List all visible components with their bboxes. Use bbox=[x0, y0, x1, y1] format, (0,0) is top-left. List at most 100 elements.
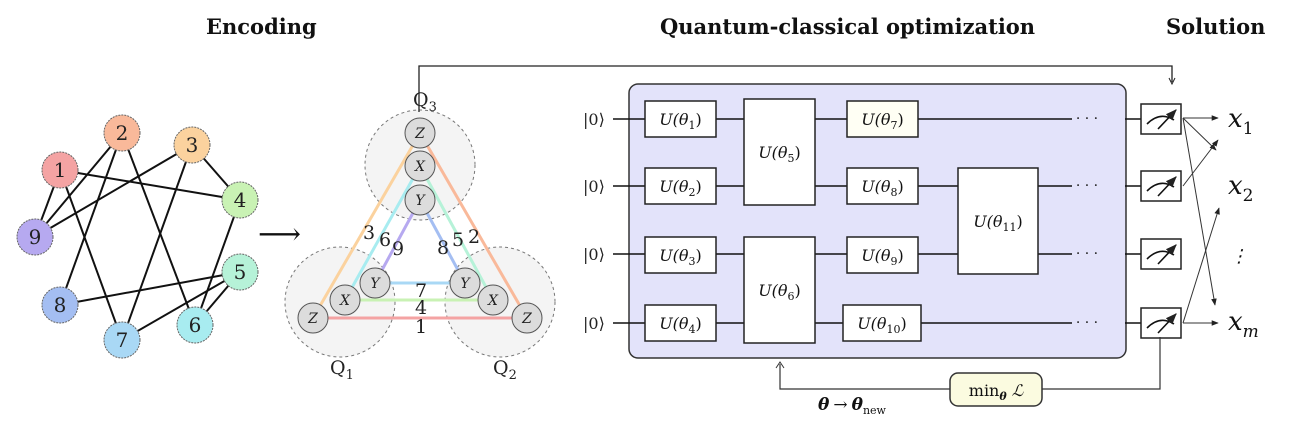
graph-node-6: 6 bbox=[176, 306, 214, 344]
gate-label: U(θ bbox=[861, 110, 891, 129]
graph-edge-1-7 bbox=[59, 169, 123, 341]
pauli-node-x1: X bbox=[329, 284, 361, 316]
gate-label: U(θ bbox=[857, 314, 887, 333]
encoding-link-label-6: 6 bbox=[379, 229, 391, 251]
gate-u-theta-5: U(θ5) bbox=[743, 98, 816, 206]
output-arrow-4 bbox=[1182, 139, 1219, 187]
gate-label: U(θ bbox=[861, 177, 891, 196]
gate-sub: 6 bbox=[788, 290, 795, 303]
svg-text:U(θ5): U(θ5) bbox=[758, 143, 801, 165]
gate-sub: 3 bbox=[689, 255, 696, 268]
pauli-node-z2: Z bbox=[511, 302, 543, 334]
feedback-bottom-arrowhead bbox=[775, 361, 785, 369]
encoding-link-2 bbox=[418, 132, 529, 319]
encoding-link-label-7: 7 bbox=[415, 280, 427, 302]
qubit-label-2: Q2 bbox=[493, 357, 517, 383]
optimizer-min-sub: θ bbox=[999, 390, 1007, 403]
output-arrow-3 bbox=[1182, 117, 1217, 306]
gate-label: U(θ bbox=[973, 212, 1003, 231]
feedback-top-line bbox=[418, 65, 1173, 112]
svg-text:U(θ4): U(θ4) bbox=[659, 314, 702, 336]
gate-label: U(θ bbox=[758, 281, 788, 300]
optimizer-min: min bbox=[969, 381, 1000, 400]
graph-edge-2-9 bbox=[34, 132, 123, 238]
svg-text:U(θ3): U(θ3) bbox=[659, 246, 702, 268]
pauli-label: X bbox=[487, 293, 499, 309]
input-state-1: |0⟩ bbox=[583, 110, 605, 129]
output-arrow-5 bbox=[1182, 207, 1220, 324]
gate-u-theta-10: U(θ10) bbox=[842, 304, 922, 342]
gate-u-theta-9: U(θ9) bbox=[846, 236, 919, 274]
graph-edge-1-4 bbox=[59, 169, 241, 201]
graph-node-label: 9 bbox=[29, 225, 42, 249]
meter-needle-icon bbox=[1157, 109, 1177, 130]
graph-node-4: 4 bbox=[221, 181, 259, 219]
graph-node-1: 1 bbox=[41, 151, 79, 189]
measurement-3 bbox=[1140, 238, 1182, 270]
graph-edge-3-9 bbox=[34, 144, 193, 238]
output-m: xm bbox=[1228, 307, 1259, 342]
pauli-node-z3: Z bbox=[404, 117, 436, 149]
heading-solution: Solution bbox=[1166, 14, 1266, 39]
graph-edge-2-6 bbox=[121, 132, 196, 326]
encoding-arrow: ⟶ bbox=[258, 217, 301, 252]
measurement-1 bbox=[1140, 103, 1182, 135]
gate-label: U(θ bbox=[659, 177, 689, 196]
graph-node-label: 8 bbox=[54, 293, 67, 317]
svg-text:U(θ11): U(θ11) bbox=[973, 212, 1023, 234]
graph-node-label: 4 bbox=[234, 188, 247, 212]
graph-node-2: 2 bbox=[103, 114, 141, 152]
svg-text:U(θ6): U(θ6) bbox=[758, 281, 801, 303]
graph-edge-3-7 bbox=[121, 144, 193, 341]
measurement-2 bbox=[1140, 170, 1182, 202]
pauli-label: Y bbox=[460, 276, 471, 292]
encoding-link-3 bbox=[311, 132, 422, 319]
graph-node-label: 3 bbox=[186, 133, 199, 157]
encoding-link-5 bbox=[418, 165, 495, 301]
gate-u-theta-8: U(θ8) bbox=[846, 167, 919, 205]
ellipsis: · · · bbox=[1076, 246, 1098, 262]
gate-sub: 7 bbox=[891, 119, 898, 132]
feedback-top-arrowhead bbox=[1168, 77, 1176, 86]
update-arrow: → bbox=[833, 395, 847, 415]
encoding-link-label-4: 4 bbox=[415, 297, 427, 319]
ellipsis: · · · bbox=[1076, 178, 1098, 194]
encoding-link-label-9: 9 bbox=[392, 238, 404, 260]
output-1: x1 bbox=[1228, 104, 1254, 139]
pauli-node-x3: X bbox=[404, 150, 436, 182]
pauli-label: Y bbox=[370, 276, 381, 292]
output-vdots: ⋮ bbox=[1230, 246, 1248, 267]
graph-node-label: 5 bbox=[234, 260, 247, 284]
graph-edge-5-7 bbox=[121, 271, 241, 341]
gate-u-theta-4: U(θ4) bbox=[644, 304, 717, 342]
pauli-label: Z bbox=[307, 311, 318, 327]
optimizer-loss: ℒ bbox=[1012, 381, 1024, 400]
graph-edge-5-8 bbox=[59, 271, 241, 306]
gate-sub: 1 bbox=[689, 119, 696, 132]
pauli-node-z1: Z bbox=[297, 302, 329, 334]
encoding-link-9 bbox=[373, 199, 422, 284]
gate-label: U(θ bbox=[861, 246, 891, 265]
gate-u-theta-1: U(θ1) bbox=[644, 100, 717, 138]
svg-text:U(θ10): U(θ10) bbox=[857, 314, 907, 336]
encoding-link-label-1: 1 bbox=[415, 316, 427, 338]
svg-text:U(θ2): U(θ2) bbox=[659, 177, 702, 199]
graph-node-5: 5 bbox=[221, 253, 259, 291]
circuit: |0⟩· · ·|0⟩· · ·|0⟩· · ·|0⟩· · ·U(θ1)U(θ… bbox=[583, 98, 1182, 344]
svg-text:U(θ8): U(θ8) bbox=[861, 177, 904, 199]
heading-optimization: Quantum-classical optimization bbox=[660, 14, 1036, 39]
update-rhs: θ bbox=[852, 395, 864, 415]
encoding-link-label-2: 2 bbox=[468, 226, 480, 248]
update-lhs: θ bbox=[818, 395, 830, 415]
pauli-node-y2: Y bbox=[449, 267, 481, 299]
output-2: x2 bbox=[1228, 171, 1254, 206]
pauli-label: Z bbox=[521, 311, 532, 327]
pauli-label: Z bbox=[414, 126, 425, 142]
gate-u-theta-7: U(θ7) bbox=[846, 100, 919, 138]
gate-sub: 11 bbox=[1003, 221, 1017, 234]
